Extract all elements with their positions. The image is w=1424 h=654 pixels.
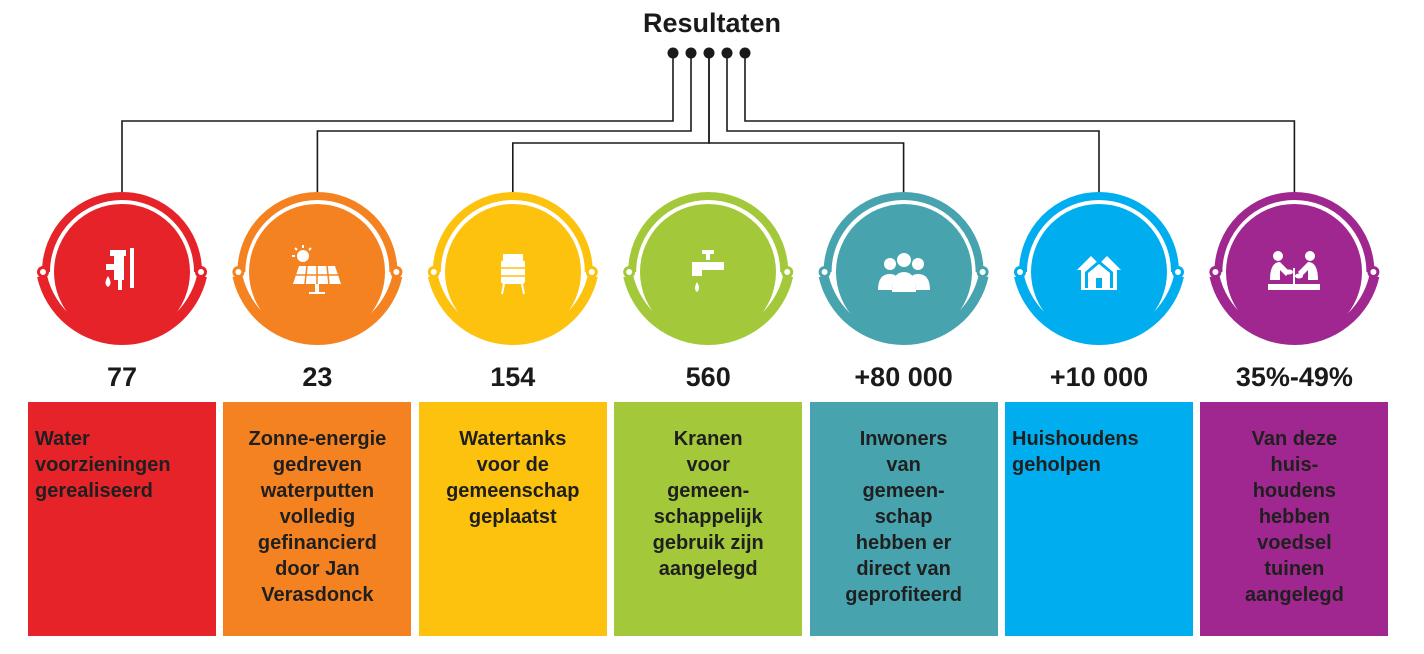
item-number: +80 000 [854, 362, 953, 392]
connector-line [121, 53, 674, 198]
item-circle [1031, 204, 1167, 340]
item-number: +10 000 [1049, 362, 1149, 392]
page-title: Resultaten [642, 8, 782, 38]
item-label-box: Inwoners van gemeen- schap hebben er dir… [809, 402, 998, 636]
item-circle [54, 204, 190, 340]
water-tank-icon [500, 254, 525, 295]
item-circle [640, 204, 777, 340]
houses-icon [1077, 256, 1121, 290]
item-label-box: Zonne-energie gedreven waterputten volle… [223, 402, 412, 636]
connector-line [316, 53, 692, 198]
item-number: 154 [490, 362, 536, 392]
connector-line [744, 53, 1296, 198]
item-number: 77 [106, 362, 138, 392]
item-ring [818, 192, 989, 345]
item-ring [37, 192, 207, 345]
item-circle [1226, 204, 1363, 340]
people-icon [877, 253, 930, 292]
solar-panel-icon [292, 245, 342, 294]
connector-line [511, 53, 710, 198]
item-label-box: Van deze huis- houdens hebben voedsel tu… [1200, 402, 1389, 636]
item-label-box: Kranen voor gemeen- schappelijk gebruik … [614, 402, 803, 636]
water-pump-icon [105, 248, 134, 290]
item-number: 35%-49% [1235, 362, 1353, 392]
item-number: 560 [685, 362, 731, 392]
item-label-box: Watertanks voor de gemeenschap geplaatst [418, 402, 607, 636]
item-ring [427, 192, 598, 345]
item-circle [835, 204, 972, 340]
connector-line [726, 53, 1100, 198]
item-ring [1209, 192, 1380, 345]
connector-line [708, 53, 905, 198]
faucet-icon [692, 250, 725, 292]
item-label-box: Water voorzieningen gerealiseerd [28, 402, 216, 636]
item-ring [1014, 192, 1184, 345]
garden-icon [1268, 251, 1321, 290]
item-number: 23 [302, 362, 333, 392]
item-circle [249, 204, 386, 340]
item-ring [232, 192, 403, 345]
item-ring [623, 192, 794, 345]
item-circle [444, 204, 581, 340]
item-label-box: Huishoudens geholpen [1005, 402, 1193, 636]
